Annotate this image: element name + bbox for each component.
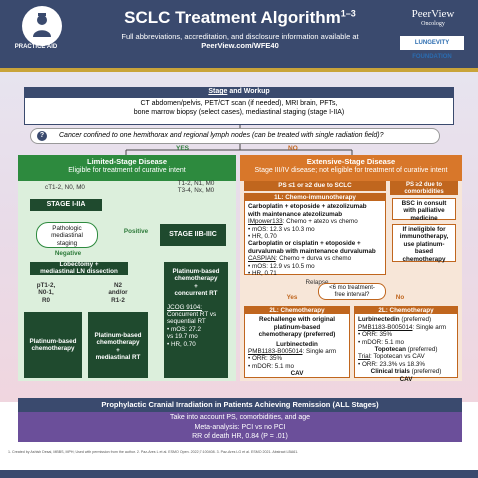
negative-label: Negative bbox=[54, 250, 82, 257]
relapse-question: <6 mo treatment-free interval? bbox=[318, 283, 386, 300]
platinum-chemo-box: Platinum-based chemotherapy bbox=[24, 312, 82, 378]
relapse-yes-label: Yes bbox=[286, 294, 298, 301]
brand-logo: PeerView bbox=[411, 8, 455, 20]
stage-workup-body: CT abdomen/pelvis, PET/CT scan (if neede… bbox=[24, 97, 454, 125]
positive-label: Positive bbox=[123, 228, 149, 235]
eligibility-question: ? Cancer confined to one hemithorax and … bbox=[30, 128, 440, 144]
subtitle-link[interactable]: PeerView.com/WFE40 bbox=[201, 41, 279, 50]
header-accent-band bbox=[0, 68, 478, 72]
stage-iib-iiic-box: STAGE IIB-IIIC bbox=[160, 224, 226, 246]
relapse-label: Relapse bbox=[305, 279, 329, 286]
stage-workup-heading: Stage and Workup bbox=[24, 87, 454, 97]
practice-aid-badge bbox=[22, 6, 62, 46]
left-2l-box: 2L: Chemotherapy Rechallenge with origin… bbox=[244, 306, 350, 378]
clinician-icon bbox=[33, 13, 51, 37]
label-ct1-2: cT1-2, N0, M0 bbox=[45, 184, 85, 191]
footnote: 1. Created by Ashish Desai, MBBS, MPH; U… bbox=[8, 450, 299, 454]
relapse-no-label: No bbox=[395, 294, 405, 301]
partner-logo: LUNGEVITY FOUNDATION bbox=[400, 36, 464, 60]
stage-i-iia-box: STAGE I-IIA bbox=[30, 199, 102, 211]
page-title: SCLC Treatment Algorithm1–3 bbox=[124, 8, 356, 27]
header-bar bbox=[0, 0, 478, 72]
ps01-header: PS ≤1 or ≥2 due to SCLC bbox=[244, 181, 386, 191]
right-2l-box: 2L: Chemotherapy Lurbinectedin (preferre… bbox=[354, 306, 458, 383]
pci-body: Take into account PS, comorbidities, and… bbox=[18, 412, 462, 442]
page-subtitle: Full abbreviations, accreditation, and d… bbox=[121, 32, 359, 50]
no-label: NO bbox=[288, 145, 298, 152]
lobectomy-box: Lobectomy +mediastinal LN dissection bbox=[30, 261, 128, 275]
label-pt1-2: pT1-2,N0-1,R0 bbox=[36, 282, 56, 304]
question-icon: ? bbox=[37, 131, 47, 141]
yes-label: YES bbox=[176, 145, 190, 152]
footer-bar bbox=[0, 470, 478, 478]
first-line-box: 1L: Chemo-immunotherapy Carboplatin + et… bbox=[244, 193, 386, 277]
practice-aid-label: PRACTICE AID bbox=[14, 44, 58, 50]
pci-heading: Prophylactic Cranial Irradiation in Pati… bbox=[18, 398, 462, 412]
brand-sub: Oncology bbox=[421, 21, 445, 27]
